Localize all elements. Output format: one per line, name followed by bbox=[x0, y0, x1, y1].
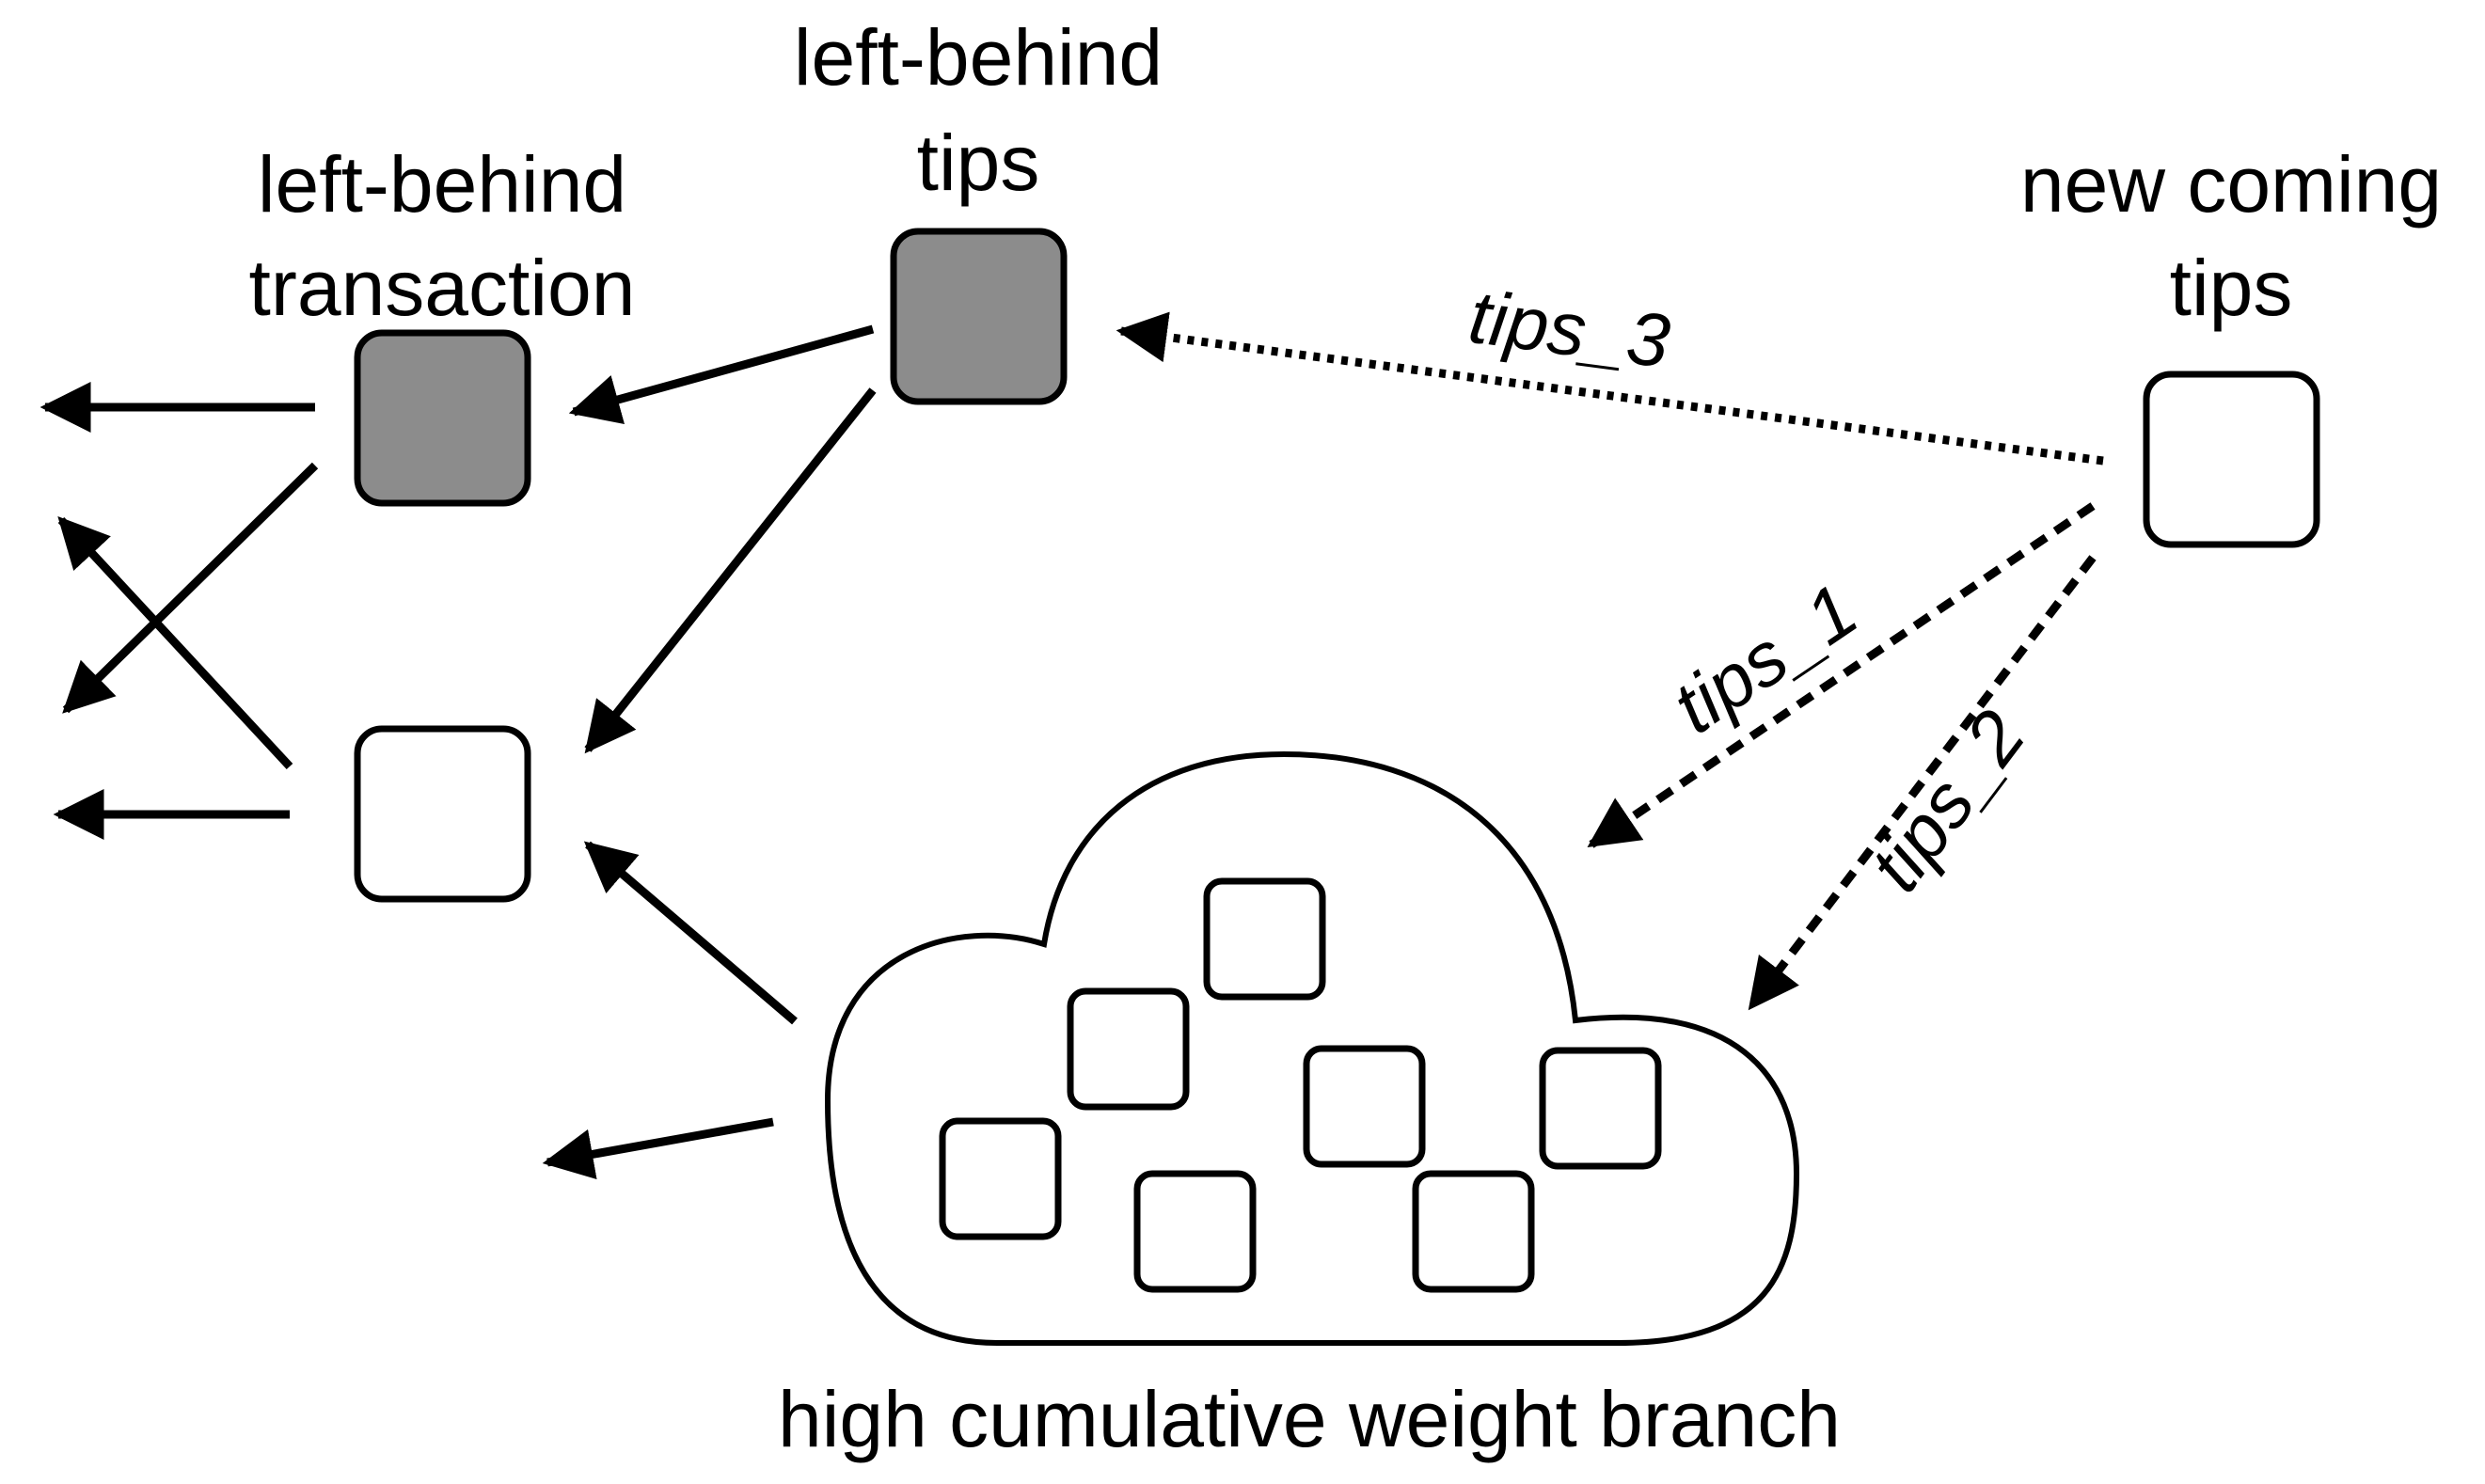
label-left-behind-transaction-line1: left-behind bbox=[258, 140, 626, 229]
label-left-behind-tips-line1: left-behind bbox=[794, 13, 1163, 102]
arrow-cloud-out bbox=[542, 1117, 774, 1180]
edge-label-tips-2: tips_2 bbox=[1853, 695, 2041, 906]
arrow-approved-up-left bbox=[57, 516, 293, 770]
arrow-cloud-to-approved bbox=[583, 841, 798, 1025]
cloud-node-6 bbox=[1133, 1170, 1257, 1293]
arrow-tip-to-approved bbox=[584, 387, 877, 754]
label-left-behind-transaction-line2: transaction bbox=[249, 244, 636, 332]
label-left-behind-tips-line2: tips bbox=[917, 118, 1040, 207]
node-new-coming-tip bbox=[2143, 371, 2320, 548]
cloud-node-3 bbox=[1303, 1045, 1426, 1168]
arrow-transaction-down-left bbox=[62, 462, 319, 714]
cloud-caption: high cumulative weight branch bbox=[778, 1375, 1841, 1463]
cloud-node-2 bbox=[1067, 987, 1190, 1111]
arrow-tip-to-transaction bbox=[568, 324, 875, 425]
node-left-behind-tip bbox=[890, 228, 1068, 405]
arrow-tips-3 bbox=[1116, 311, 2104, 466]
edge-label-tips-1: tips_1 bbox=[1658, 568, 1872, 750]
arrow-tips-2 bbox=[1748, 555, 2097, 1011]
cloud-node-4 bbox=[1539, 1047, 1662, 1170]
label-new-coming-tips-line1: new coming bbox=[2020, 140, 2442, 229]
cloud-node-5 bbox=[939, 1117, 1062, 1240]
node-approved-transaction bbox=[354, 725, 531, 903]
node-left-behind-transaction bbox=[354, 329, 531, 507]
cloud-node-1 bbox=[1203, 877, 1326, 1001]
label-new-coming-tips-line2: tips bbox=[2170, 244, 2293, 332]
edge-label-tips-3: tips_3 bbox=[1464, 275, 1674, 384]
arrow-tips-1 bbox=[1587, 502, 2096, 848]
cloud-node-7 bbox=[1412, 1170, 1535, 1293]
